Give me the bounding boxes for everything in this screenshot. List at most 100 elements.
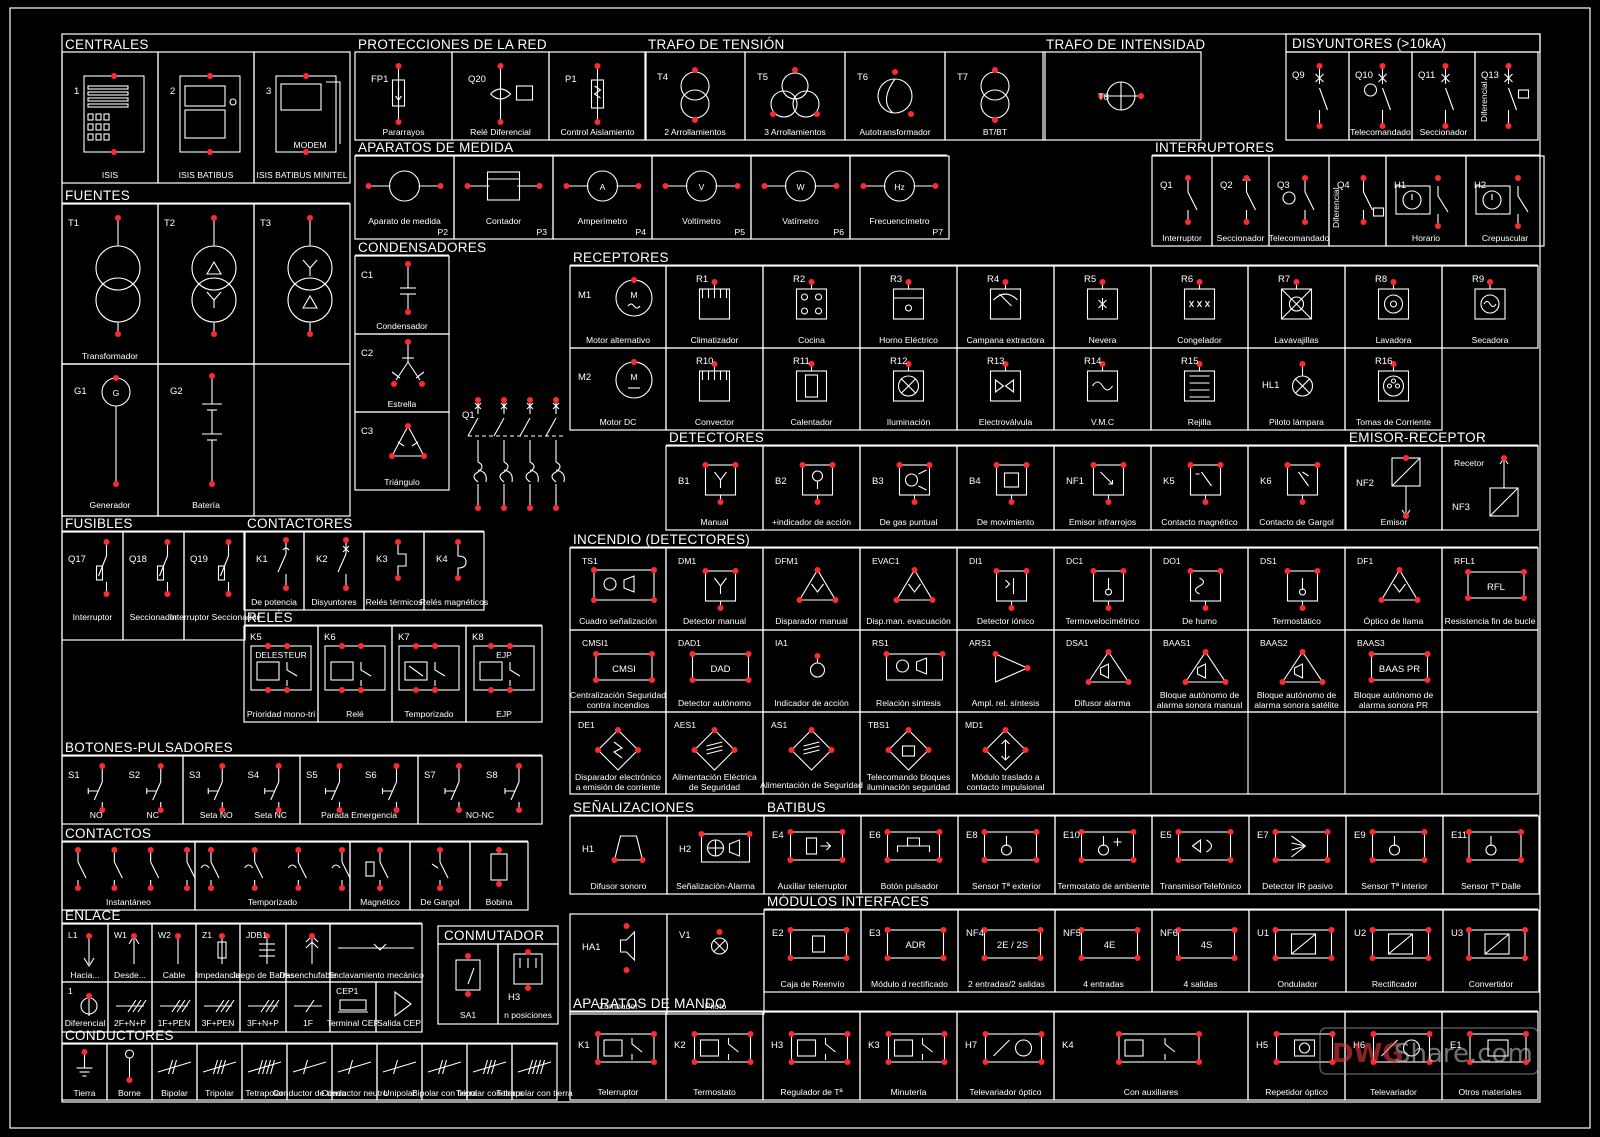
- rec-tag: R11: [793, 356, 810, 367]
- nf-tag: NF3: [1452, 502, 1470, 513]
- relay-frame: [324, 645, 386, 691]
- blade: [210, 861, 220, 879]
- fire-box-label: CMSI: [612, 664, 636, 675]
- contactor-tag: K2: [316, 554, 328, 565]
- control-box: [887, 1033, 946, 1063]
- fire-tag: ARS1: [969, 638, 992, 648]
- dif-label: Diferencial: [1331, 187, 1341, 228]
- module-box-label: 2E / 2S: [997, 940, 1028, 951]
- symbol-caption: Cocina: [798, 335, 825, 345]
- stroke: [265, 1059, 272, 1075]
- section-title-botones: BOTONES-PULSADORES: [65, 740, 233, 755]
- pin-dot: [1185, 219, 1191, 225]
- symbol-cell: [183, 531, 246, 641]
- link-caption: Diferencial: [65, 1018, 106, 1028]
- pin-dot: [437, 183, 444, 189]
- pin-dot: [992, 117, 998, 123]
- pin-dot: [1217, 568, 1224, 574]
- pin-dot: [796, 597, 803, 603]
- switch-blade: [1363, 191, 1373, 211]
- circle-stroke: [1394, 383, 1401, 389]
- pin-dot: [814, 111, 820, 117]
- pin-dot: [745, 651, 752, 657]
- pin-dot: [184, 885, 190, 891]
- pin-dot: [1396, 567, 1403, 573]
- circle-stroke: [1389, 300, 1398, 308]
- pin-dot: [1369, 955, 1376, 961]
- symbol-caption: Termostato de ambiente: [1057, 881, 1149, 891]
- symbol-cell: [1344, 347, 1443, 431]
- magnet: [1195, 471, 1212, 487]
- section-title-trafo_intensidad: TRAFO DE INTENSIDAD: [1046, 37, 1205, 52]
- pin-dot: [611, 857, 618, 863]
- smoke: [1194, 577, 1205, 595]
- module-tag: E2: [772, 928, 784, 939]
- pin-dot: [111, 73, 117, 79]
- symbol-cell: [157, 363, 255, 517]
- pin-dot: [208, 847, 214, 853]
- pin-dot: [884, 857, 891, 863]
- pin-dot: [488, 643, 494, 649]
- pin-dot: [86, 933, 92, 939]
- stroke: [337, 1061, 372, 1073]
- connection-points: [75, 63, 1529, 1083]
- symbol-caption: De Gargol: [420, 897, 459, 907]
- blade: [439, 861, 449, 879]
- coil: [796, 1039, 817, 1057]
- pin-dot: [1105, 649, 1112, 655]
- pin-dot: [993, 462, 1000, 468]
- pin-dot: [716, 929, 723, 935]
- stroke: [212, 1059, 219, 1075]
- key: [103, 113, 110, 121]
- hook: [503, 469, 513, 483]
- pin-dot: [651, 1059, 657, 1065]
- pin-dot: [496, 881, 502, 887]
- bus-tag: E6: [869, 830, 881, 841]
- circle-stroke: [895, 659, 910, 673]
- symbol-caption: Repetidor óptico: [1265, 1087, 1328, 1097]
- pin-dot: [147, 847, 154, 853]
- link-caption: Salida CEP: [377, 1018, 421, 1028]
- pin-dot: [808, 279, 815, 285]
- pin-dot: [516, 807, 522, 813]
- pin-dot: [761, 183, 768, 189]
- rec-tag: R2: [793, 274, 805, 285]
- det-tag: NF1: [1066, 476, 1084, 487]
- cep-out: [394, 990, 412, 1018]
- det-tag: K6: [1260, 476, 1272, 487]
- stroke: [257, 1059, 264, 1075]
- bus-device: [983, 831, 1038, 861]
- fire-tag: IA1: [775, 638, 788, 648]
- zigzag: [593, 85, 602, 99]
- symbol-caption: De gas puntual: [880, 517, 938, 527]
- pin-dot: [103, 539, 110, 545]
- fire-caption: Detector iónico: [977, 616, 1035, 626]
- pin-dot: [692, 117, 698, 123]
- stroke: [260, 999, 270, 1013]
- pin-dot: [395, 63, 402, 69]
- symbol-caption: TransmisorTelefónico: [1160, 881, 1242, 891]
- snow: [1189, 300, 1194, 308]
- hook: [477, 469, 487, 483]
- autotransformer: [885, 78, 896, 114]
- contact: [360, 662, 372, 686]
- symbol-caption: Botón pulsador: [881, 881, 939, 891]
- blade: [254, 861, 264, 879]
- stroke: [216, 1059, 223, 1075]
- pin-dot: [1379, 123, 1386, 129]
- pin-dot: [208, 885, 214, 891]
- pin-dot: [1272, 955, 1279, 961]
- pin-dot: [982, 1059, 989, 1065]
- bus-tag: E7: [1257, 830, 1269, 841]
- symbol-caption: 4 entradas: [1083, 979, 1124, 989]
- fire-caption: Disparador manual: [775, 616, 848, 626]
- conductor-caption: Bipolar con tierra: [412, 1088, 477, 1098]
- fire-box-label: DAD: [710, 664, 730, 675]
- hand: [714, 471, 727, 488]
- cross: [1378, 73, 1387, 83]
- pin-dot: [284, 687, 290, 693]
- pin-dot: [456, 763, 462, 769]
- pin-dot: [1185, 175, 1191, 181]
- pole-blade: [519, 417, 531, 437]
- pin-dot: [563, 183, 570, 189]
